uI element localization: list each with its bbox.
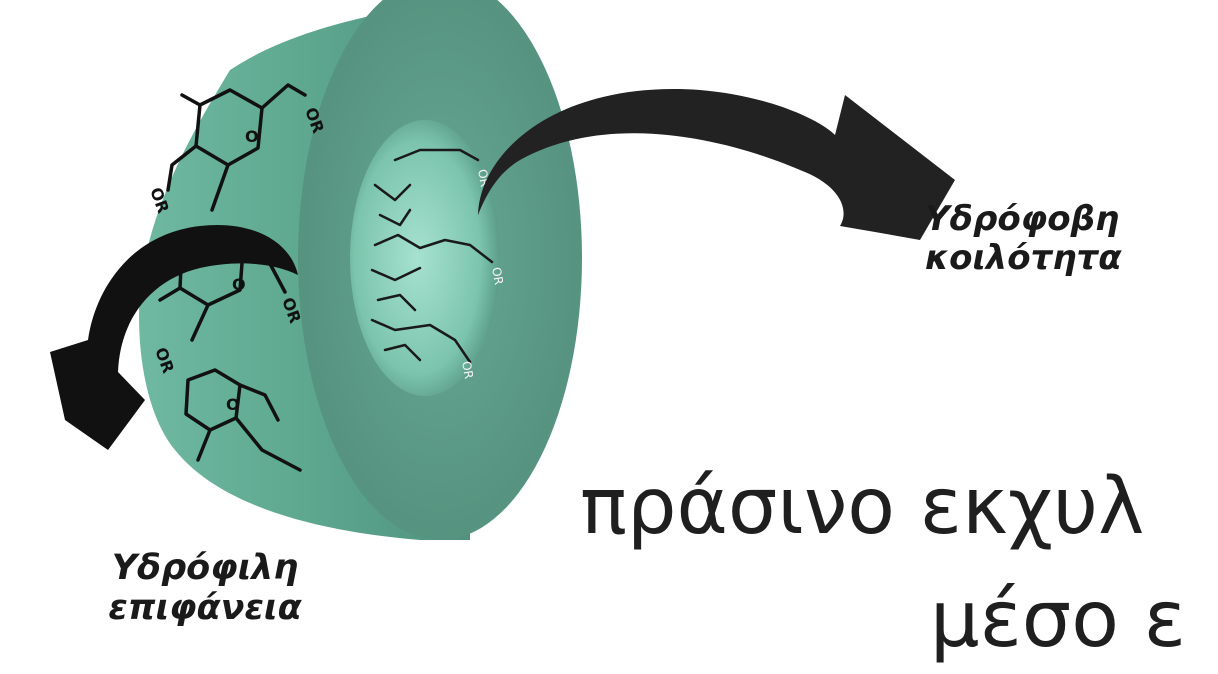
ring-oxygen-label: O <box>232 275 246 294</box>
caption-line-2: μέσο ε <box>930 575 1186 665</box>
hydrophobic-cavity-label: Υδρόφοβη κοιλότητα <box>925 199 1218 279</box>
inner-substituent-label: OR <box>489 266 506 286</box>
hydrophilic-surface-label: Υδρόφιλη επιφάνεια <box>40 548 370 629</box>
inner-substituent-label: OR <box>459 360 476 380</box>
arrow-to-surface-label <box>50 224 298 450</box>
ring-cavity <box>350 120 500 396</box>
caption-line-1: πράσινο εκχυλ <box>580 462 1145 552</box>
ring-oxygen-label: O <box>245 127 259 146</box>
hydrophilic-label-line1: Υδρόφιλη <box>111 548 299 588</box>
hydrophobic-label-line2: κοιλότητα <box>925 238 1122 279</box>
inner-glucose-structure <box>370 148 494 364</box>
hydrophilic-label-line2: επιφάνεια <box>108 588 302 629</box>
arrow-to-cavity-label <box>478 89 955 240</box>
hydrophobic-label-line1: Υδρόφοβη <box>925 199 1120 239</box>
ring-oxygen-label: O <box>226 395 240 414</box>
